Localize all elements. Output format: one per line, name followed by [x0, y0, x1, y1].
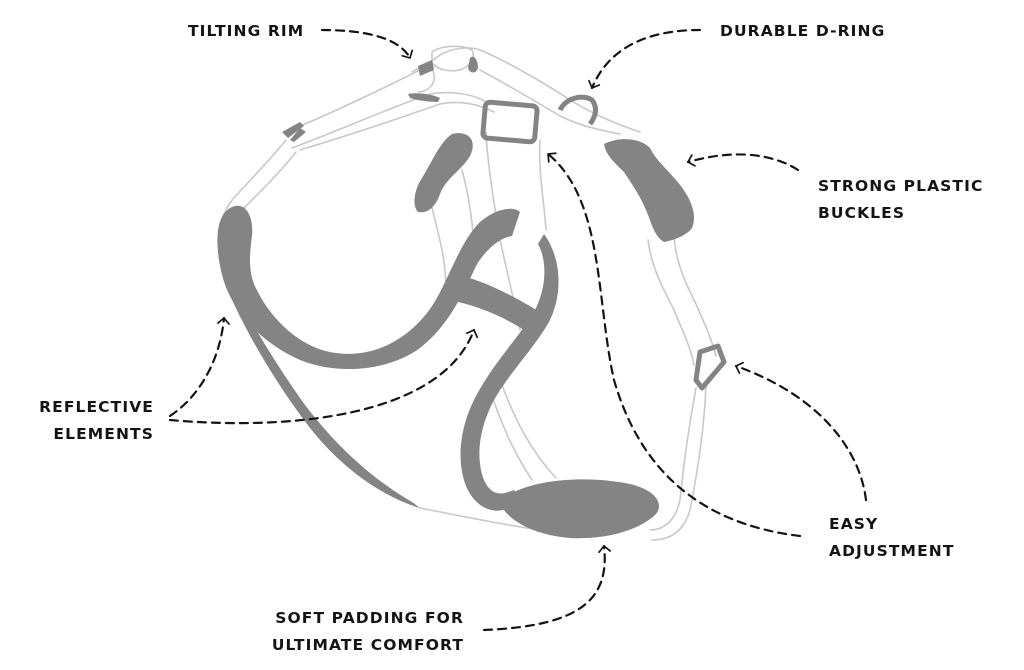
arrow-tilting-rim [320, 28, 414, 60]
neck-clip [282, 122, 306, 142]
label-reflective-elements: REFLECTIVE ELEMENTS [39, 394, 154, 448]
strap-to-ring [479, 69, 621, 135]
label-line: ADJUSTMENT [829, 542, 955, 560]
right-lower-strap [649, 387, 697, 531]
hardware [480, 94, 727, 391]
padding-shapes [217, 56, 695, 539]
rim-clip-left [418, 60, 434, 76]
label-line: STRONG PLASTIC [818, 177, 984, 195]
rim-clip-lower [408, 93, 440, 102]
left-side-strap-edge [243, 151, 297, 209]
d-ring [557, 94, 599, 126]
arrow-adjust-side [734, 361, 868, 502]
center-strap-right [538, 139, 547, 231]
harness-illustration [217, 45, 717, 541]
label-line: ELEMENTS [53, 425, 154, 443]
chest-buckle [414, 133, 473, 213]
reflective-s-strap [460, 234, 559, 511]
arrow-soft-padding [482, 544, 612, 632]
arrow-adjust-slider [546, 152, 802, 538]
easy-adjustment-slider [480, 99, 540, 145]
label-easy-adjustment: EASY ADJUSTMENT [829, 511, 955, 565]
right-side-strap [647, 239, 695, 366]
label-line: REFLECTIVE [39, 398, 154, 416]
label-strong-plastic-buckles: STRONG PLASTIC BUCKLES [818, 173, 983, 227]
right-lower-strap-edge [651, 385, 707, 541]
neck-strap-inner-edge [299, 101, 495, 151]
reflective-loop-padding [217, 205, 520, 370]
label-tilting-rim: TILTING RIM [188, 18, 304, 45]
chest-inner-a [489, 389, 533, 481]
label-line: TILTING RIM [188, 22, 305, 40]
right-side-strap-edge [673, 235, 717, 357]
label-line: BUCKLES [818, 204, 906, 222]
label-line: ULTIMATE COMFORT [271, 636, 464, 654]
label-line: EASY [829, 515, 879, 533]
side-buckle [604, 139, 695, 242]
callout-arrows [168, 28, 868, 632]
chest-inner-b [499, 379, 557, 479]
arrow-plastic-buckles [686, 153, 800, 172]
rim-clip-top [468, 56, 478, 73]
arrow-reflective-right [168, 328, 479, 425]
belly-padding [504, 479, 659, 539]
label-durable-d-ring: DURABLE D-RING [720, 18, 885, 45]
label-line: SOFT PADDING FOR [275, 609, 464, 627]
label-soft-padding: SOFT PADDING FOR ULTIMATE COMFORT [272, 605, 464, 659]
label-line: DURABLE D-RING [720, 22, 886, 40]
chest-cross-strap [458, 276, 540, 334]
arrow-reflective-left [168, 316, 230, 418]
chest-strap-inner-1 [429, 199, 447, 291]
side-adjuster [693, 343, 727, 391]
arrow-d-ring [588, 28, 702, 90]
neck-strap [285, 47, 641, 133]
